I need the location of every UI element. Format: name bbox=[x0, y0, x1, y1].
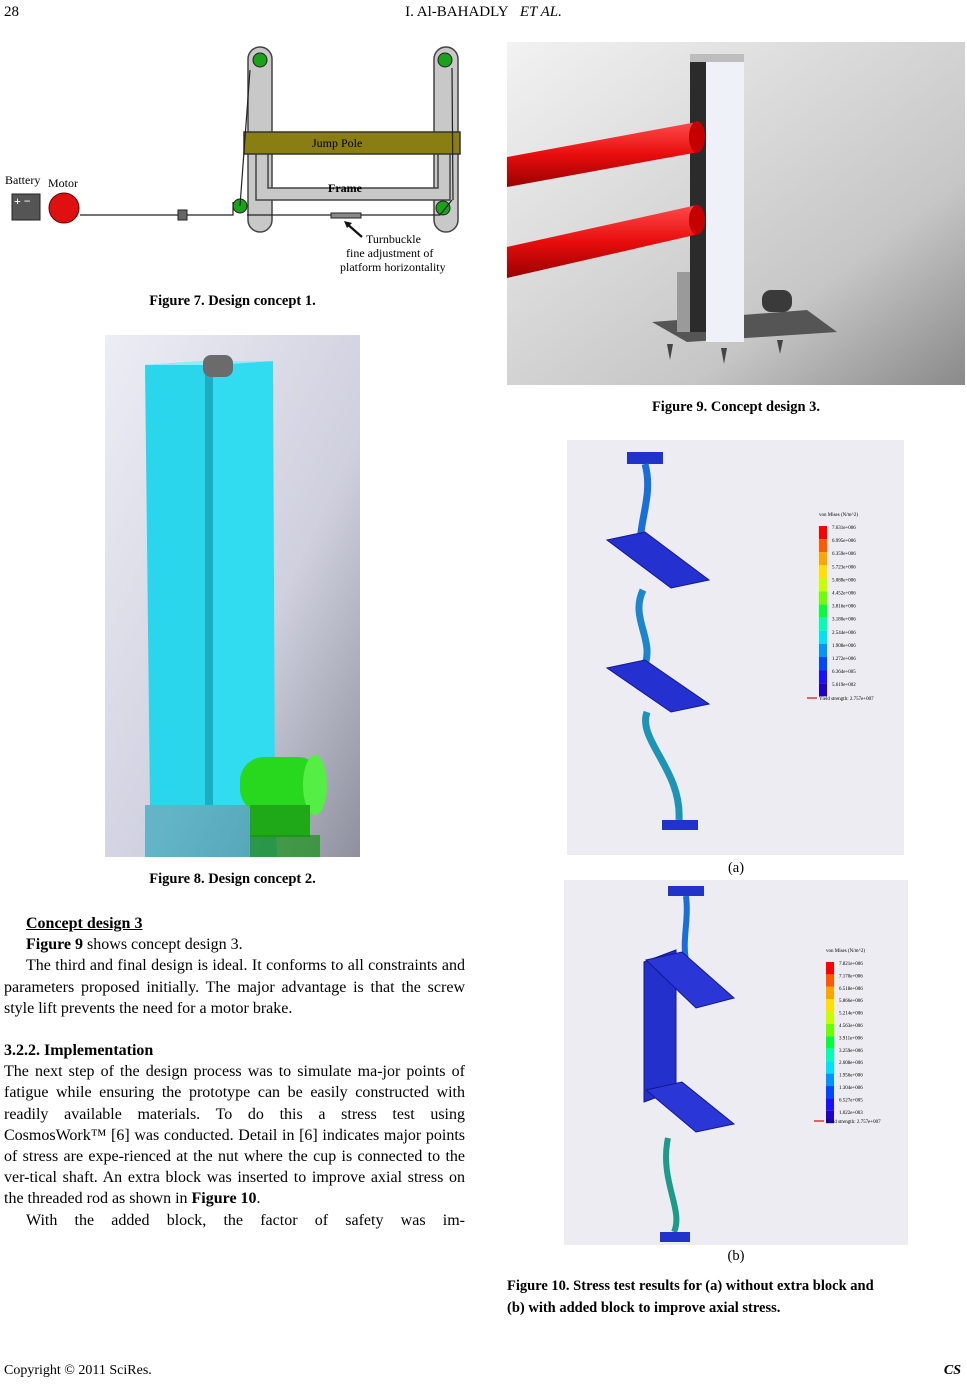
legend-color-swatch bbox=[819, 539, 827, 553]
legend-color-swatch bbox=[826, 1011, 834, 1024]
legend-b: 7.821e+006 7.170e+006 6.518e+006 5.866e+006… bbox=[826, 962, 863, 1124]
svg-text:+ −: + − bbox=[14, 194, 31, 208]
legend-color-swatch bbox=[819, 617, 827, 631]
figure9-ref[interactable]: Figure 9 bbox=[26, 936, 84, 954]
legend-color-swatch bbox=[819, 630, 827, 644]
motor-label: Motor bbox=[48, 176, 78, 190]
legend-value: 1.908e+006 bbox=[832, 644, 856, 649]
header-et-al: ET AL. bbox=[519, 4, 562, 20]
figure10-caption: Figure 10. Stress test results for (a) w… bbox=[507, 1278, 874, 1316]
legend-a: 7.631e+006 6.995e+006 6.359e+006 5.723e+006… bbox=[819, 526, 856, 697]
legend-value: 6.364e+005 bbox=[832, 670, 856, 675]
legend-color-swatch bbox=[826, 1073, 834, 1086]
figure10a-render: von Mises (N/m^2) 7.631e+006 6.995e+006 6.… bbox=[567, 440, 904, 855]
legend-value: 1.304e+006 bbox=[839, 1086, 863, 1091]
platform-label: platform horizontality bbox=[340, 260, 446, 274]
running-header: I. Al-BAHADLY ET AL. bbox=[0, 4, 967, 21]
figure7-diagram: + − Battery Motor Jump Pole Frame Turnbu… bbox=[5, 46, 461, 274]
legend-color-swatch bbox=[819, 683, 827, 697]
figure9-caption: Figure 9. Concept design 3. bbox=[651, 399, 821, 415]
legend-value: 6.995e+006 bbox=[832, 539, 856, 544]
legend-value: 4.563e+006 bbox=[839, 1024, 863, 1029]
turnbuckle-label: Turnbuckle bbox=[366, 232, 421, 246]
frame-label: Frame bbox=[328, 181, 363, 195]
legend-color-swatch bbox=[819, 526, 827, 540]
legend-color-swatch bbox=[819, 591, 827, 605]
concept-design-heading: Concept design 3 bbox=[26, 915, 143, 932]
figure9-render bbox=[507, 42, 965, 385]
legend-value: 5.723e+006 bbox=[832, 565, 856, 570]
body-text-column: Concept design 3 Figure 9 shows concept … bbox=[4, 913, 465, 1231]
legend-color-swatch bbox=[826, 1048, 834, 1062]
paragraph-3: With the added block, the factor of safe… bbox=[26, 1211, 465, 1229]
battery-label: Battery bbox=[5, 173, 40, 187]
legend-value: 2.608e+006 bbox=[839, 1061, 863, 1066]
legend-color-swatch bbox=[826, 1036, 834, 1049]
journal-abbrev: CS bbox=[943, 1363, 961, 1378]
header-authors: I. Al-BAHADLY bbox=[405, 4, 509, 20]
legend-value: 7.170e+006 bbox=[839, 974, 863, 979]
legend-color-swatch bbox=[826, 986, 834, 1000]
legend-value: 3.816e+006 bbox=[832, 605, 856, 610]
legend-value: 5.214e+006 bbox=[839, 1012, 863, 1017]
legend-color-swatch bbox=[819, 578, 827, 592]
legend-value: 1.022e+003 bbox=[839, 1111, 863, 1116]
legend-value: 1.272e+006 bbox=[832, 657, 856, 662]
legend-value: 2.544e+006 bbox=[832, 631, 856, 636]
figure10a-label: (a) bbox=[727, 860, 745, 876]
figure7-caption: Figure 7. Design concept 1. bbox=[149, 293, 316, 309]
figure10b-label: (b) bbox=[727, 1248, 745, 1264]
legend-value: 5.088e+006 bbox=[832, 578, 856, 583]
figure8-render bbox=[105, 335, 360, 857]
figure9-ref-rest: shows concept design 3. bbox=[83, 936, 243, 954]
legend-color-swatch bbox=[819, 565, 827, 579]
legend-color-swatch bbox=[826, 962, 834, 975]
legend-color-swatch bbox=[819, 657, 827, 671]
legend-color-swatch bbox=[819, 670, 827, 684]
legend-value: 3.911e+006 bbox=[839, 1036, 863, 1041]
paragraph-1: The third and final design is ideal. It … bbox=[4, 957, 465, 1017]
legend-value: 6.518e+006 bbox=[839, 987, 863, 992]
page-number: 28 bbox=[4, 4, 19, 20]
paragraph-2: The next step of the design process was … bbox=[4, 1063, 465, 1208]
legend-a-yield: Yield strength: 2.757e+007 bbox=[819, 697, 874, 702]
legend-color-swatch bbox=[826, 1098, 834, 1111]
legend-value: 5.619e+002 bbox=[832, 683, 856, 688]
figure8-caption: Figure 8. Design concept 2. bbox=[149, 871, 316, 887]
legend-value: 7.631e+006 bbox=[832, 526, 856, 531]
legend-value: 3.259e+006 bbox=[839, 1049, 863, 1054]
legend-b-title: von Mises (N/m^2) bbox=[826, 949, 865, 954]
legend-color-swatch bbox=[826, 1024, 834, 1037]
copyright: Copyright © 2011 SciRes. bbox=[4, 1363, 152, 1378]
legend-value: 6.359e+006 bbox=[832, 552, 856, 557]
section-heading: 3.2.2. Implementation bbox=[4, 1042, 154, 1060]
legend-color-swatch bbox=[819, 604, 827, 618]
legend-value: 4.452e+006 bbox=[832, 592, 856, 597]
legend-color-swatch bbox=[826, 999, 834, 1012]
legend-value: 5.866e+006 bbox=[839, 999, 863, 1004]
legend-value: 1.956e+006 bbox=[839, 1074, 863, 1079]
legend-value: 7.821e+006 bbox=[839, 962, 863, 967]
legend-color-swatch bbox=[819, 643, 827, 657]
figure10-ref[interactable]: Figure 10 bbox=[191, 1190, 257, 1208]
legend-a-title: von Mises (N/m^2) bbox=[819, 513, 858, 518]
legend-color-swatch bbox=[826, 1086, 834, 1099]
legend-value: 3.180e+006 bbox=[832, 618, 856, 623]
legend-b-yield: Yield strength: 2.757e+007 bbox=[826, 1120, 881, 1125]
figure10b-render: von Mises (N/m^2) 7.821e+006 7.170e+006 6.… bbox=[564, 880, 908, 1245]
jump-pole-label: Jump Pole bbox=[312, 136, 362, 150]
fine-adjustment-label: fine adjustment of bbox=[346, 246, 433, 260]
legend-color-swatch bbox=[819, 552, 827, 566]
legend-color-swatch bbox=[826, 1061, 834, 1074]
legend-color-swatch bbox=[826, 974, 834, 987]
legend-color-swatch bbox=[826, 1110, 834, 1124]
legend-value: 6.527e+005 bbox=[839, 1098, 863, 1103]
